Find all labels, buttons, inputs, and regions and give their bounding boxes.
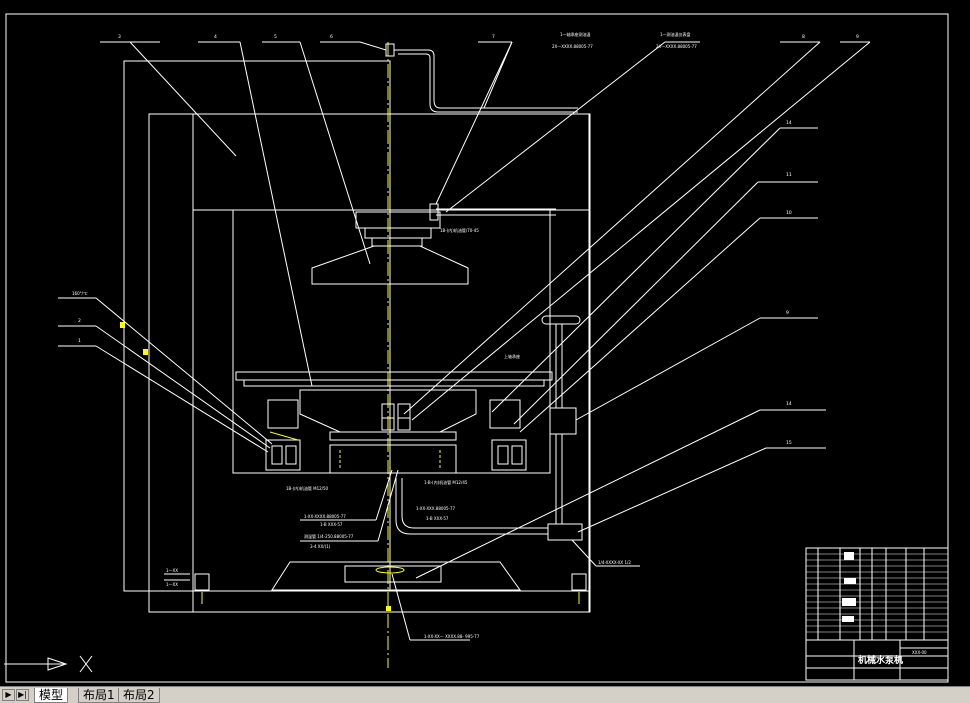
- balloon-15: 15: [786, 440, 792, 446]
- outer-frame: [123, 60, 391, 592]
- balloon-4: 4: [214, 34, 217, 40]
- valve: [549, 407, 577, 435]
- left-bottom-note-1: 1—XX: [166, 568, 178, 573]
- tab-layout1[interactable]: 布局1: [78, 688, 120, 703]
- center-note-5: 3-4 XX/(1): [310, 544, 331, 549]
- inner-frame: [192, 113, 591, 613]
- balloon-14: 14: [786, 120, 792, 126]
- center-note-2: 1-XX-XXXX.88005-77: [304, 514, 346, 519]
- left-balloon-2: 2: [78, 318, 81, 324]
- title-block-name: 机械水泵机: [858, 654, 903, 666]
- left-note: 160°/℃: [72, 291, 88, 296]
- prev-tab-button[interactable]: ▶|: [16, 689, 29, 701]
- impeller-cone: [311, 245, 469, 285]
- left-support: [267, 399, 299, 429]
- top-note-4: 2X—XXXX.88005-77: [656, 44, 697, 49]
- upper-hub: [355, 211, 441, 229]
- top-note-2: 2X—XXXX.88005-77: [552, 44, 593, 49]
- center-note-1: 上轴承座: [504, 353, 520, 359]
- balloon-7: 7: [492, 34, 495, 40]
- marker-3: [386, 606, 391, 611]
- right-note: 1/4-XXXX-XX 1/2: [598, 560, 631, 565]
- drawing-canvas[interactable]: 3 4 5 6 7 8 9 14 11 10 9 14 15 2 1 160°/…: [0, 0, 970, 686]
- marker-1: [120, 322, 125, 328]
- foundation: [271, 561, 521, 591]
- layout-tab-bar: ▶ ▶| 模型 布局1 布局2: [0, 686, 970, 703]
- top-note-1: 1—轴承座测油温: [560, 31, 591, 37]
- platform: [235, 371, 553, 381]
- center-note-10: 1B-(内)机油管 M12/50: [286, 485, 329, 491]
- center-note-4: 测温管 1/4-250.88005-77: [304, 533, 354, 539]
- balloon-3: 3: [118, 34, 121, 40]
- handwheel: [541, 315, 581, 325]
- balloon-14b: 14: [786, 401, 792, 407]
- balloon-9: 9: [856, 34, 859, 40]
- center-note-9: 1-B-(内)机油管 M12/45: [424, 479, 468, 485]
- center-note-3: 1-B XXX-57: [320, 522, 343, 527]
- main-frame: [148, 113, 590, 613]
- right-support: [489, 399, 521, 429]
- balloon-6: 6: [330, 34, 333, 40]
- title-block: 机械水泵机 XXX-00: [805, 547, 949, 681]
- chamber: [232, 209, 551, 474]
- center-note-7: 1-B XXX-57: [426, 516, 449, 521]
- top-fitting: [385, 43, 395, 57]
- balloon-11: 11: [786, 172, 792, 178]
- cad-drawing: 3 4 5 6 7 8 9 14 11 10 9 14 15 2 1 160°/…: [4, 13, 949, 683]
- side-note: 1B-(内)机油管/70-45: [440, 227, 479, 233]
- first-tab-button[interactable]: ▶: [2, 689, 15, 701]
- center-note-6: 1-XX-XXX.88005-77: [416, 506, 456, 511]
- balloon-8: 8: [802, 34, 805, 40]
- drawing-border: [5, 13, 949, 683]
- tab-model[interactable]: 模型: [34, 688, 69, 703]
- title-block-code: XXX-00: [912, 650, 927, 655]
- top-note-3: 1—测油温仪表盘: [660, 31, 691, 37]
- lower-block: [329, 444, 457, 474]
- left-balloon-1: 1: [78, 338, 81, 344]
- marker-2: [143, 349, 148, 355]
- balloon-9b: 9: [786, 310, 789, 316]
- tab-layout2[interactable]: 布局2: [118, 688, 160, 703]
- ucs-icon: [4, 655, 93, 673]
- bottom-note: 1-XX-XX— XXXX.88- 995-77: [424, 634, 480, 639]
- left-bottom-note-2: 1—XX: [166, 582, 178, 587]
- balloon-5: 5: [274, 34, 277, 40]
- balloon-10: 10: [786, 210, 792, 216]
